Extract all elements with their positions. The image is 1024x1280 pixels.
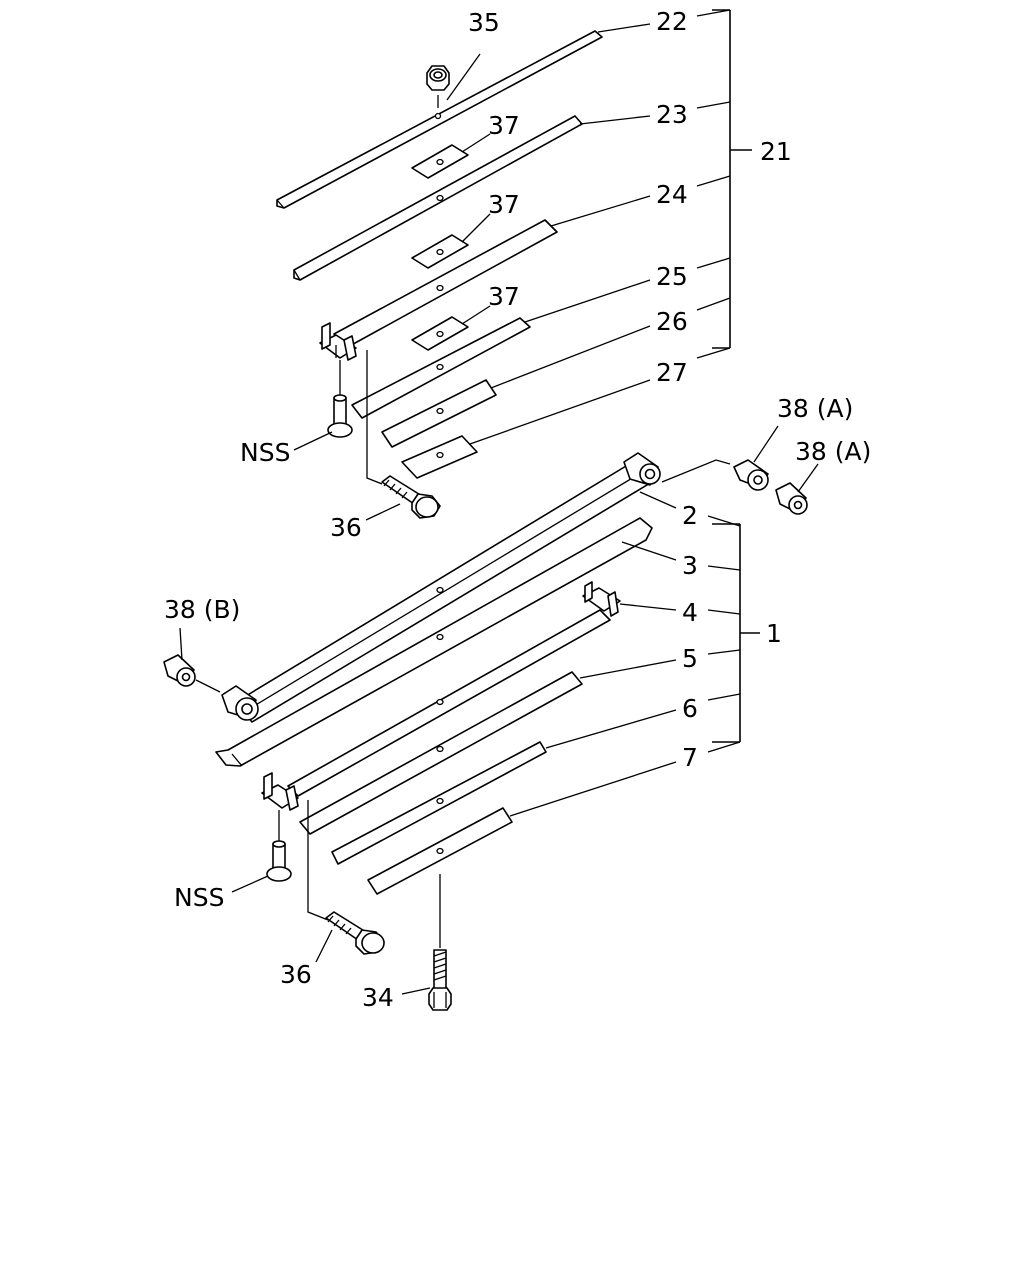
label-36-upper: 36 [330,513,362,542]
label-3: 3 [682,551,698,580]
bushing-38b [163,654,196,687]
leaf-5 [299,671,583,835]
label-23: 23 [656,100,688,129]
center-holes-upper [436,194,444,459]
bracket-21 [712,9,752,349]
label-6: 6 [682,694,698,723]
pad-37-b [411,234,469,269]
label-37-b: 37 [488,190,520,219]
leaf-2-main [221,452,661,723]
callout-labels: 35 22 23 37 21 24 37 25 37 26 27 38 (A) … [164,7,871,1012]
label-34: 34 [362,983,394,1012]
label-24: 24 [656,180,688,209]
label-1: 1 [766,619,782,648]
pad-37-c [411,316,469,351]
bolt-36-upper [366,350,441,519]
rivet-nss-lower [266,810,292,882]
leaders-upper [293,9,731,521]
leaf-3 [215,517,653,767]
bolt-36-lower [307,800,385,955]
rivet-nss-upper [327,360,353,438]
clip-upper [319,322,357,361]
leaf-6 [331,741,547,865]
nut-35 [426,65,450,120]
label-38a-1: 38 (A) [777,394,853,423]
eye-rear [623,452,661,486]
clip-4 [582,581,621,617]
label-2: 2 [682,501,698,530]
label-nss-lower: NSS [174,883,224,912]
label-25: 25 [656,262,688,291]
label-7: 7 [682,743,698,772]
label-27: 27 [656,358,688,387]
clip-lower-front [261,772,299,811]
center-bolt-34 [428,874,452,1011]
eye-front [221,685,259,721]
label-5: 5 [682,644,698,673]
label-22: 22 [656,7,688,36]
label-38b: 38 (B) [164,595,240,624]
bushing-38a-2 [775,482,808,515]
label-4: 4 [682,598,698,627]
label-36-lower: 36 [280,960,312,989]
leaders-lower [179,425,819,995]
label-38a-2: 38 (A) [795,437,871,466]
label-26: 26 [656,307,688,336]
leaf-7 [367,807,513,895]
leaf-22 [276,30,603,209]
bracket-1 [712,523,760,743]
label-37-a: 37 [488,111,520,140]
label-nss-upper: NSS [240,438,290,467]
label-35: 35 [468,8,500,37]
label-37-c: 37 [488,282,520,311]
label-21: 21 [760,137,792,166]
pad-37-a [411,144,469,179]
bushing-38a-1 [733,459,769,491]
